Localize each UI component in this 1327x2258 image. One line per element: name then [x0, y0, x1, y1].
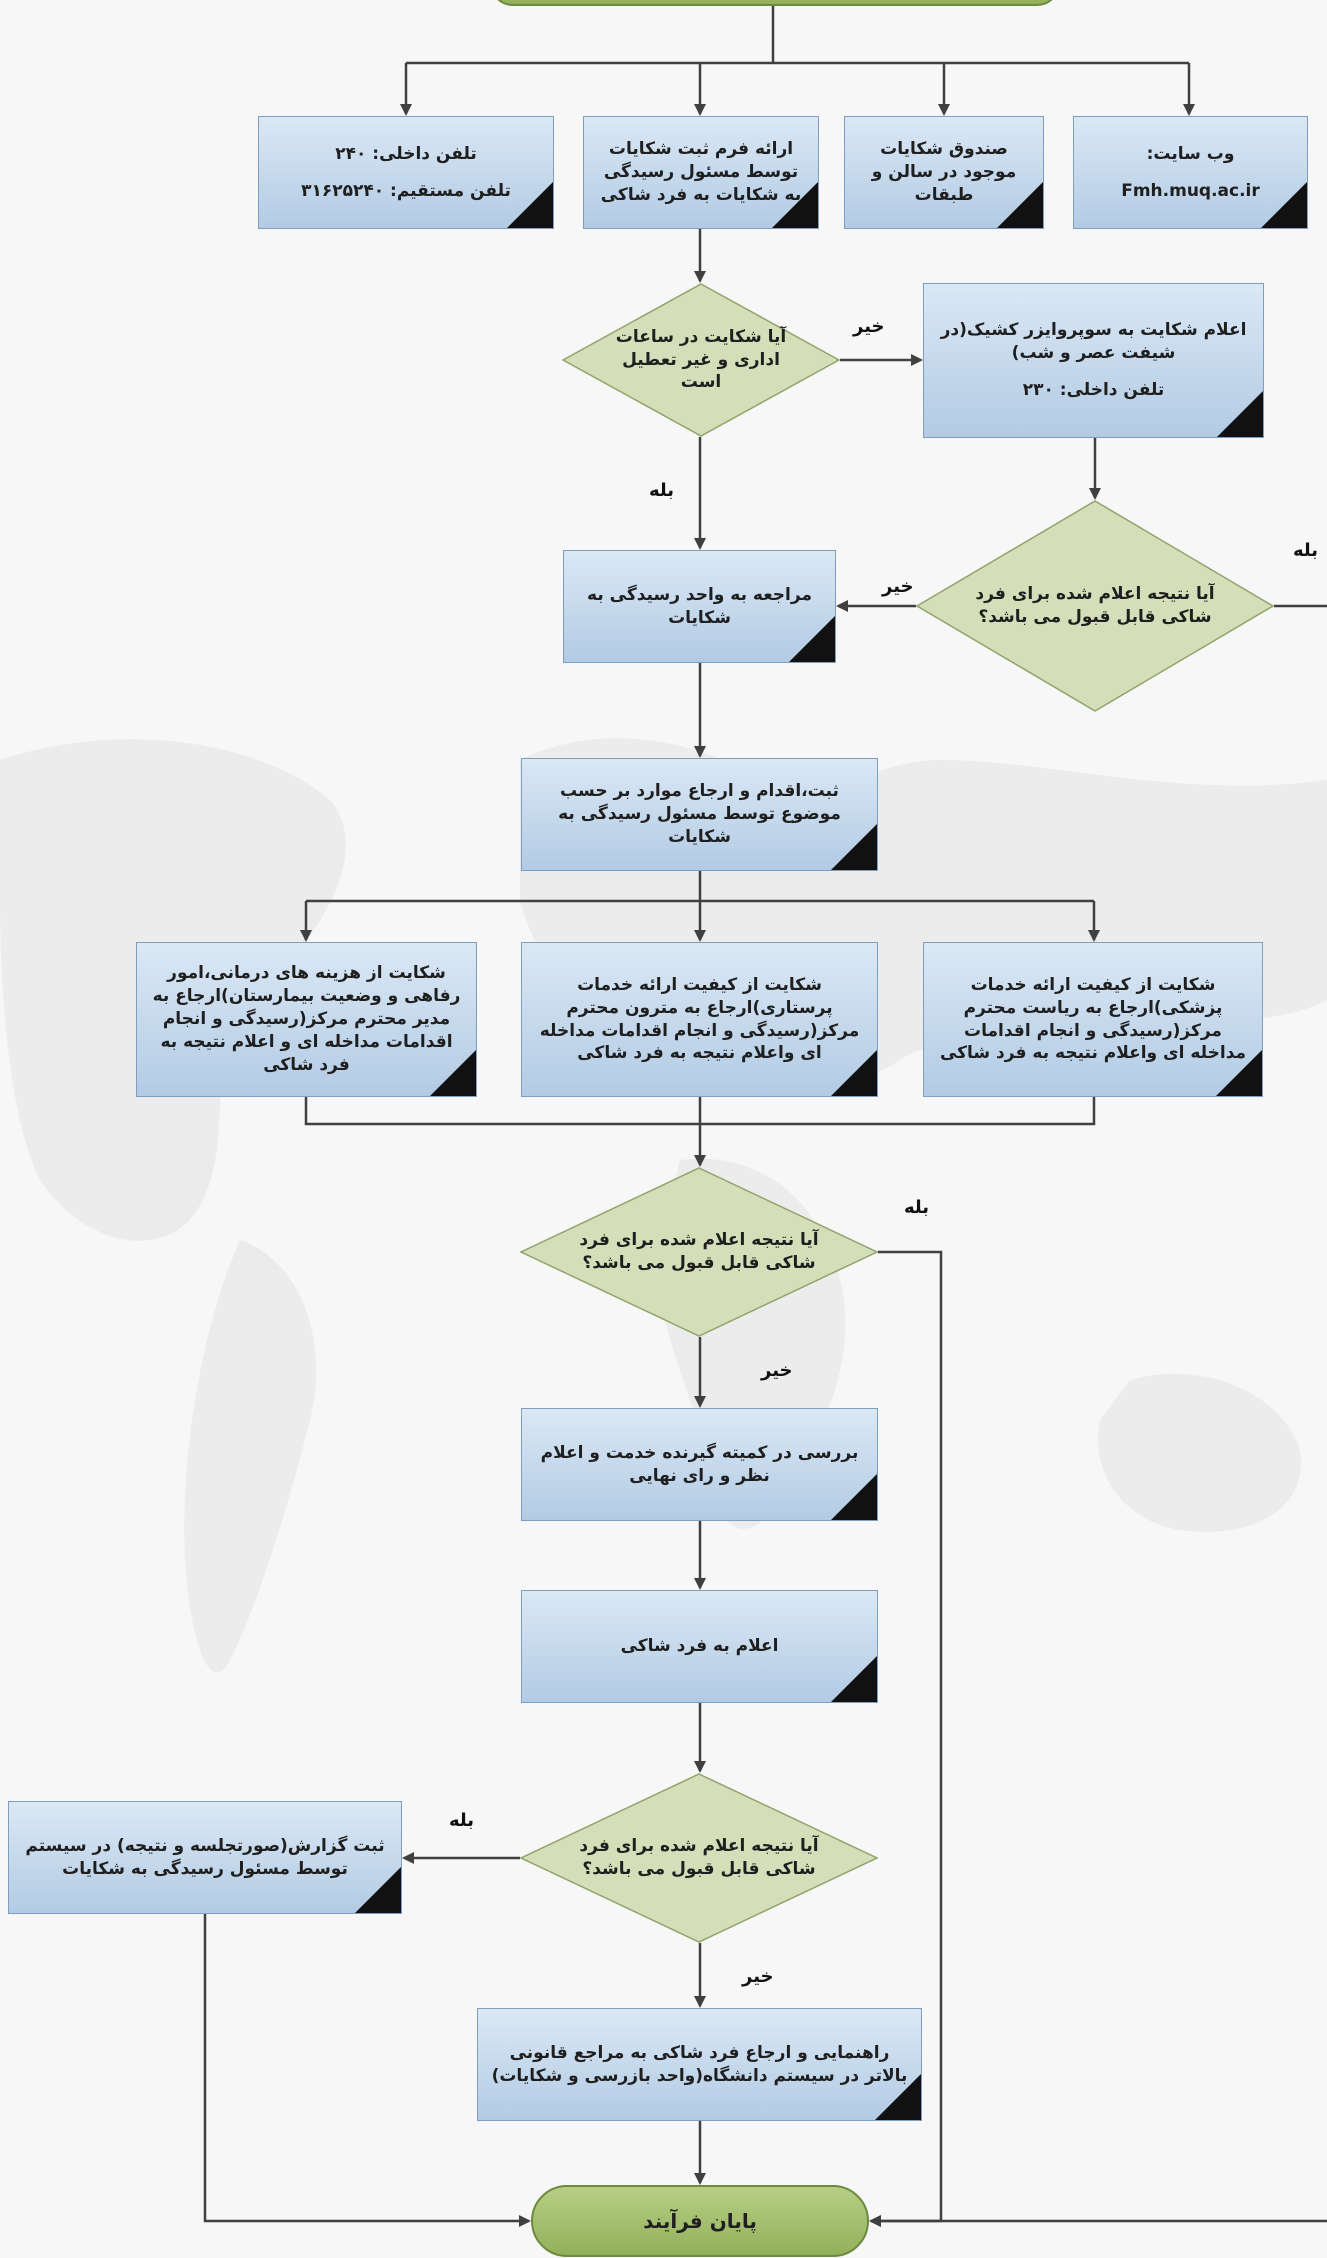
- mailbox-box: صندوق شکایات موجود در سالن و طبقات: [844, 116, 1044, 229]
- corner-mark: [430, 1050, 476, 1096]
- corner-mark: [831, 1474, 877, 1520]
- register-text: ثبت،اقدام و ارجاع موارد بر حسب موضوع توس…: [558, 781, 841, 847]
- connector-lines: [203, 6, 1327, 2227]
- no-label-accept-1: خیر: [882, 576, 914, 597]
- end-terminal-text: پایان فرآیند: [643, 2209, 757, 2233]
- corner-mark: [789, 616, 835, 662]
- report-box: ثبت گزارش(صورتجلسه و نتیجه) در سیستم توس…: [8, 1801, 402, 1914]
- website-label: وب سایت:: [1146, 143, 1235, 164]
- notify-box: اعلام به فرد شاکی: [521, 1590, 878, 1703]
- corner-mark: [1216, 1050, 1262, 1096]
- corner-mark: [772, 182, 818, 228]
- nursing-box: شکایت از کیفیت ارائه خدمات پرستاری)ارجاع…: [521, 942, 878, 1097]
- decision-accept-2: آیا نتیجه اعلام شده برای فرد شاکی قابل ق…: [520, 1167, 878, 1337]
- corner-mark: [831, 1656, 877, 1702]
- notify-text: اعلام به فرد شاکی: [620, 1636, 779, 1657]
- medical-box: شکایت از کیفیت ارائه خدمات پزشکی)ارجاع ب…: [923, 942, 1263, 1097]
- website-box: وب سایت: Fmh.muq.ac.ir: [1073, 116, 1308, 229]
- corner-mark: [1261, 182, 1307, 228]
- report-text: ثبت گزارش(صورتجلسه و نتیجه) در سیستم توس…: [25, 1835, 385, 1879]
- yes-label-office: بله: [649, 480, 675, 501]
- costs-box: شکایت از هزینه های درمانی،امور رفاهی و و…: [136, 942, 477, 1097]
- form-box: ارائه فرم ثبت شکایات توسط مسئول رسیدگی ب…: [583, 116, 819, 229]
- decision-office-hours: آیا شکایت در ساعات اداری و غیر تعطیل است: [562, 283, 840, 437]
- refer-unit-text: مراجعه به واحد رسیدگی به شکایات: [587, 584, 812, 628]
- form-text: ارائه فرم ثبت شکایات توسط مسئول رسیدگی ب…: [600, 139, 802, 205]
- decision-accept-2-text: آیا نتیجه اعلام شده برای فرد شاکی قابل ق…: [579, 1230, 819, 1273]
- corner-mark: [875, 2074, 921, 2120]
- supervisor-box: اعلام شکایت به سوپروایزر کشیک(در شیفت عص…: [923, 283, 1264, 438]
- website-url: Fmh.muq.ac.ir: [1121, 180, 1260, 201]
- arrow-report-to-end: [203, 1914, 531, 2227]
- committee-text: بررسی در کمیته گیرنده خدمت و اعلام نظر و…: [540, 1442, 859, 1486]
- register-box: ثبت،اقدام و ارجاع موارد بر حسب موضوع توس…: [521, 758, 878, 871]
- no-label-office: خیر: [853, 316, 885, 337]
- phone-internal: تلفن داخلی: ۲۴۰: [335, 143, 477, 164]
- supervisor-phone: تلفن داخلی: ۲۳۰: [1022, 379, 1165, 400]
- decision-accept-1: آیا نتیجه اعلام شده برای فرد شاکی قابل ق…: [916, 500, 1274, 712]
- corner-mark: [831, 1050, 877, 1096]
- phone-direct: تلفن مستقیم: ۳۱۶۲۵۲۴۰: [301, 180, 511, 201]
- guide-text: راهنمایی و ارجاع فرد شاکی به مراجع قانون…: [491, 2042, 908, 2086]
- corner-mark: [507, 182, 553, 228]
- yes-label-accept-3: بله: [449, 1810, 475, 1831]
- no-label-accept-3: خیر: [742, 1966, 774, 1987]
- guide-box: راهنمایی و ارجاع فرد شاکی به مراجع قانون…: [477, 2008, 922, 2121]
- yes-label-accept-1: بله: [1293, 540, 1319, 561]
- costs-text: شکایت از هزینه های درمانی،امور رفاهی و و…: [152, 963, 461, 1075]
- committee-box: بررسی در کمیته گیرنده خدمت و اعلام نظر و…: [521, 1408, 878, 1521]
- supervisor-text: اعلام شکایت به سوپروایزر کشیک(در شیفت عص…: [940, 320, 1247, 364]
- phone-box: تلفن داخلی: ۲۴۰ تلفن مستقیم: ۳۱۶۲۵۲۴۰: [258, 116, 554, 229]
- nursing-text: شکایت از کیفیت ارائه خدمات پرستاری)ارجاع…: [539, 974, 860, 1064]
- start-terminal: [490, 0, 1060, 6]
- corner-mark: [1217, 391, 1263, 437]
- yes-label-accept-2: بله: [904, 1197, 930, 1218]
- no-label-accept-2: خیر: [761, 1360, 793, 1381]
- medical-text: شکایت از کیفیت ارائه خدمات پزشکی)ارجاع ب…: [939, 974, 1247, 1064]
- decision-accept-1-text: آیا نتیجه اعلام شده برای فرد شاکی قابل ق…: [975, 584, 1215, 627]
- corner-mark: [831, 824, 877, 870]
- mailbox-text: صندوق شکایات موجود در سالن و طبقات: [871, 139, 1017, 205]
- corner-mark: [997, 182, 1043, 228]
- corner-mark: [355, 1867, 401, 1913]
- end-terminal: پایان فرآیند: [531, 2185, 869, 2257]
- refer-unit-box: مراجعه به واحد رسیدگی به شکایات: [563, 550, 836, 663]
- decision-accept-3: آیا نتیجه اعلام شده برای فرد شاکی قابل ق…: [520, 1773, 878, 1943]
- decision-accept-3-text: آیا نتیجه اعلام شده برای فرد شاکی قابل ق…: [579, 1836, 819, 1879]
- decision-office-hours-text: آیا شکایت در ساعات اداری و غیر تعطیل است: [615, 326, 787, 393]
